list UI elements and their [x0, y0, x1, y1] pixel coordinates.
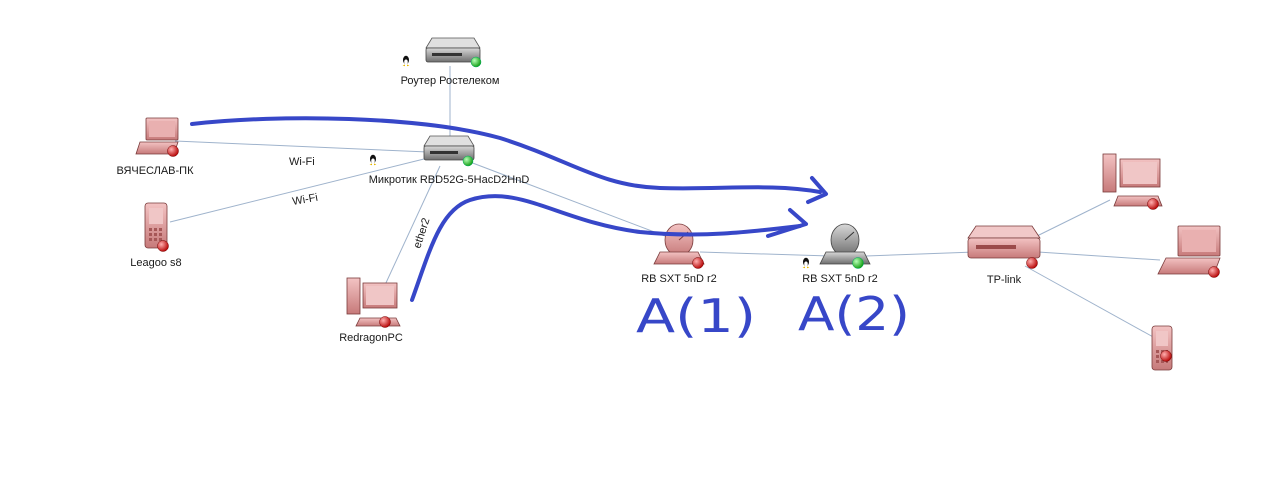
node-mikrotik[interactable]: Микротик RBD52G-5HacD2HnD: [369, 135, 530, 186]
node-pc-redragon[interactable]: RedragonPC: [339, 277, 403, 344]
status-up-icon: [462, 155, 474, 167]
status-up-icon: [852, 257, 864, 269]
status-down-icon: [157, 240, 169, 252]
node-tplink[interactable]: TP-link: [967, 225, 1041, 286]
laptop-icon: [1157, 225, 1221, 275]
node-sxt-a1[interactable]: RB SXT 5nD r2: [641, 223, 717, 285]
status-down-icon: [692, 257, 704, 269]
router-icon: [967, 225, 1041, 259]
link-label-wifi-1: Wi-Fi: [289, 156, 315, 168]
antenna-icon: [819, 223, 871, 265]
status-down-icon: [1208, 266, 1220, 278]
node-laptop-right[interactable]: [1157, 225, 1221, 278]
status-down-icon: [167, 145, 179, 157]
desktop-icon: [1102, 153, 1163, 207]
status-down-icon: [379, 316, 391, 328]
annotation-arrowhead-lower: [766, 208, 808, 238]
desktop-icon: [346, 277, 401, 327]
link-mikrotik-a1: [469, 161, 666, 237]
links: [169, 66, 1161, 339]
annotation-arrows: [190, 116, 828, 302]
status-up-icon: [470, 56, 482, 68]
link-tplink-laptop: [1037, 251, 1161, 261]
link-phone-mikrotik: [169, 157, 429, 223]
link-laptop-mikrotik: [174, 140, 429, 153]
phone-icon: [1151, 325, 1173, 371]
annotation-arrow-upper: [190, 116, 822, 194]
status-down-icon: [1160, 350, 1172, 362]
node-label: Микротик RBD52G-5HacD2HnD: [369, 174, 530, 186]
link-redragon-mikrotik: [384, 165, 441, 286]
node-label: RB SXT 5nD r2: [641, 273, 717, 285]
status-down-icon: [1147, 198, 1159, 210]
node-label: RedragonPC: [339, 332, 403, 344]
node-laptop-vyacheslav[interactable]: ВЯЧЕСЛАВ-ПК: [116, 117, 194, 177]
status-down-icon: [1026, 257, 1038, 269]
node-label: Leagoo s8: [130, 257, 181, 269]
link-a2-tplink: [865, 251, 976, 257]
phone-icon: [144, 202, 168, 249]
link-tplink-pc: [1034, 199, 1111, 238]
node-router-rostelecom[interactable]: Роутер Ростелеком: [401, 37, 500, 87]
node-label: ВЯЧЕСЛАВ-ПК: [116, 165, 194, 177]
annotation-a2: A(2): [798, 287, 910, 341]
node-phone-leagoo[interactable]: Leagoo s8: [130, 202, 182, 269]
antenna-icon: [653, 223, 705, 265]
annotation-a1: A(1): [636, 289, 756, 343]
link-label-wifi-2: Wi-Fi: [291, 192, 318, 208]
linux-icon: [402, 55, 410, 67]
node-label: TP-link: [987, 274, 1022, 286]
node-pc-right[interactable]: [1102, 153, 1163, 210]
link-a1-a2: [699, 251, 831, 257]
linux-icon: [802, 257, 810, 269]
router-icon: [423, 135, 475, 161]
node-sxt-a2[interactable]: RB SXT 5nD r2: [802, 223, 878, 285]
link-tplink-phone: [1024, 265, 1156, 339]
node-phone-right[interactable]: [1151, 325, 1173, 371]
node-label: Роутер Ростелеком: [401, 75, 500, 87]
annotation-arrowhead-upper: [806, 176, 828, 204]
linux-icon: [369, 154, 377, 166]
node-label: RB SXT 5nD r2: [802, 273, 878, 285]
annotation-arrow-lower: [410, 194, 802, 302]
router-icon: [425, 37, 481, 63]
